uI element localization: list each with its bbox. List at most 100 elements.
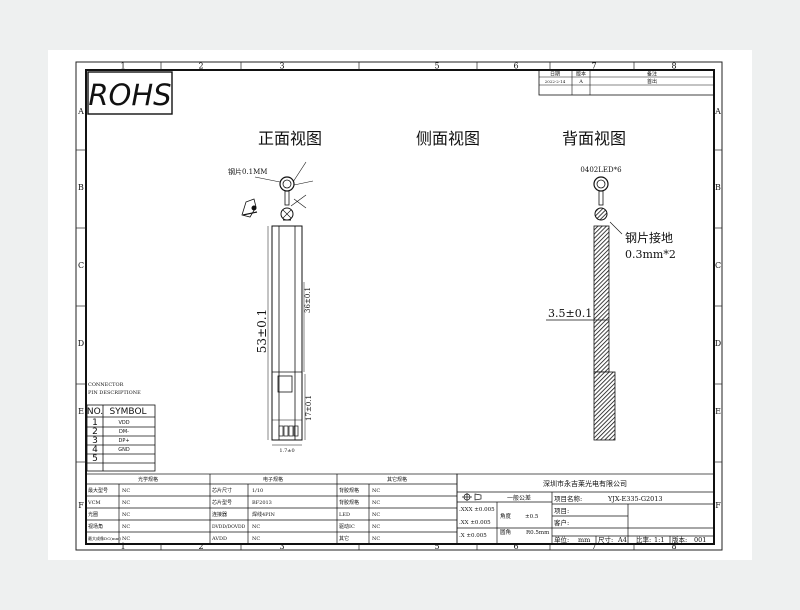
row-letter: A: [77, 107, 84, 116]
tolerance-xxx: .XXX ±0.005: [459, 507, 495, 513]
row-letter: F: [715, 501, 721, 510]
spec-key: AVDD: [211, 536, 227, 542]
scale-label: 比率:: [636, 535, 651, 544]
dim-lower: 17±0.1: [305, 395, 313, 421]
spec-key: 最大成像DC(mm): [88, 535, 121, 541]
connector-no: 5: [92, 454, 98, 464]
angle-label: 角度: [500, 512, 512, 520]
spec-table: [85, 473, 458, 545]
general-tolerance: 一般公差: [507, 494, 531, 502]
revision-cell: 2022-2-14: [545, 79, 566, 84]
col-number: 6: [513, 62, 518, 71]
row-letter: D: [78, 339, 84, 348]
spec-key: VCM: [87, 500, 101, 506]
back-view-drawing: 0402LED*6: [546, 166, 623, 441]
spec-key: 最大型号: [88, 487, 108, 494]
item-label: 项目:: [554, 507, 569, 515]
connector-title: CONNECTOR: [88, 382, 124, 388]
tolerance-x: .X ±0.005: [459, 533, 487, 539]
connector-symbol: DP+: [118, 438, 129, 444]
steel-ground-spec: 0.3mm*2: [625, 248, 676, 261]
col-number: 7: [591, 62, 596, 71]
col-number: 5: [434, 542, 439, 551]
row-letter: A: [714, 107, 721, 116]
company-name: 深圳市永吉莱光电有限公司: [543, 479, 627, 488]
spec-value: NC: [372, 488, 380, 494]
version-value: 001: [694, 536, 706, 544]
revision-header: 备注: [647, 71, 657, 78]
size-label: 尺寸:: [598, 535, 613, 544]
spec-value: 1/10: [252, 488, 263, 494]
connector-symbol: DM-: [119, 429, 129, 435]
col-number: 8: [671, 542, 676, 551]
spec-value: NC: [122, 536, 130, 542]
esd-warning-icon: [241, 198, 258, 218]
revision-cell: 首出: [647, 78, 657, 85]
spec-key: 芯片型号: [212, 499, 232, 506]
spec-value: NC: [252, 536, 260, 542]
spec-value: BF2013: [252, 500, 272, 506]
spec-value: NC: [122, 524, 130, 530]
row-letter: B: [78, 183, 84, 192]
row-letter: C: [715, 261, 721, 270]
spec-value: 焊线4PIN: [252, 511, 276, 518]
spec-value: NC: [372, 512, 380, 518]
spec-value: NC: [122, 488, 130, 494]
spec-key: 芯片尺寸: [212, 487, 232, 494]
col-number: 3: [279, 542, 284, 551]
dim-mid: 3.5±0.1: [548, 307, 592, 320]
spec-key: 其它: [339, 535, 349, 542]
front-view-drawing: 钢片0.1MM: [228, 161, 314, 446]
row-letter: D: [715, 339, 721, 348]
spec-key: 光圈: [88, 511, 98, 518]
revision-header: 版本: [576, 71, 586, 78]
spec-key: DVDD/DOVDD: [212, 524, 246, 530]
col-number: 5: [434, 62, 439, 71]
rohs-logo: ROHS: [88, 78, 171, 112]
dim-inner: 36±0.1: [304, 287, 312, 313]
tolerance-xx: .XX ±0.005: [459, 520, 491, 526]
spec-key: 驱动IC: [339, 523, 355, 530]
row-letter: F: [78, 501, 84, 510]
spec-value: NC: [372, 500, 380, 506]
revision-header: 日期: [550, 72, 560, 78]
title-block: [456, 473, 715, 545]
project-label: 项目名称:: [554, 494, 582, 503]
dim-width: 1.7±0: [279, 448, 294, 454]
spec-value: NC: [372, 536, 380, 542]
unit-label: 单位:: [554, 535, 569, 544]
spec-key: 视场角: [88, 523, 103, 530]
spec-value: NC: [122, 500, 130, 506]
spec-key: 背胶规格: [339, 487, 359, 494]
radius-label: 圆角: [500, 528, 511, 536]
spec-key: 连接器: [212, 511, 227, 518]
spec-value: NC: [122, 512, 130, 518]
spec-key: 背胶规格: [339, 499, 359, 506]
front-view-title: 正面视图: [258, 129, 322, 148]
side-view-title: 侧面视图: [416, 129, 480, 148]
row-letter: E: [78, 407, 84, 416]
spec-header-other: 其它规格: [387, 476, 407, 483]
angle-value: ±0.5: [525, 514, 539, 520]
customer-label: 客户:: [554, 518, 569, 527]
back-view-title: 背面视图: [562, 129, 626, 148]
dim-total: 53±0.1: [255, 309, 269, 353]
radius-value: R0.5mm: [526, 530, 550, 536]
connector-table: [86, 404, 156, 472]
project-value: YJX-E335-G2013: [607, 495, 663, 503]
row-letter: C: [78, 261, 84, 270]
row-letter: E: [715, 407, 721, 416]
connector-col-symbol: SYMBOL: [109, 407, 146, 417]
connector-col-no: NO.: [87, 407, 103, 417]
connector-no: 1: [92, 418, 98, 428]
col-number: 3: [279, 62, 284, 71]
row-letter: B: [715, 183, 721, 192]
spec-header-optical: 光学规格: [138, 476, 158, 483]
size-value: A4: [617, 536, 627, 544]
col-number: 2: [198, 542, 203, 551]
connector-subtitle: PIN DESCRIPTIONE: [88, 390, 141, 396]
version-label: 版本:: [672, 535, 687, 544]
col-number: 8: [671, 62, 676, 71]
projection-icon: [462, 493, 482, 501]
led-label: 0402LED*6: [580, 166, 622, 174]
